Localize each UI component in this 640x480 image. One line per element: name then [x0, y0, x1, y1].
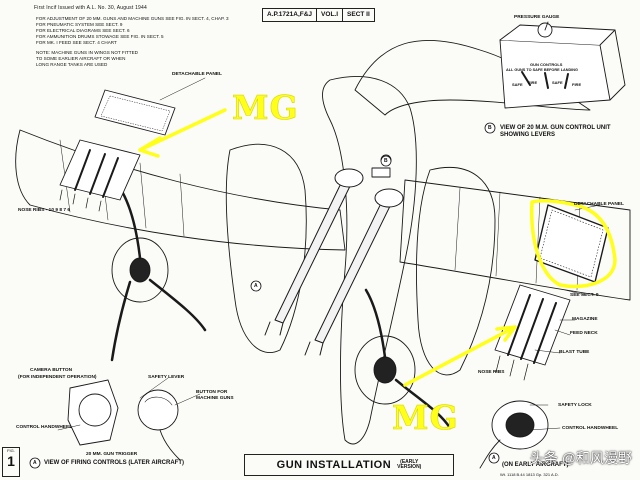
marker-a-mid: A	[254, 283, 258, 289]
cannon-right	[304, 188, 404, 356]
drawing-title: GUN INSTALLATION	[276, 459, 392, 471]
marker-a-callout: A	[33, 460, 37, 466]
right-spinner	[354, 335, 416, 405]
note-line: For ammunition drums stowage see fig. in…	[36, 34, 164, 39]
reference-box: A.P.1721A,F&J VOL.I SECT II	[262, 8, 375, 22]
label-machine-guns: machine guns	[196, 396, 234, 401]
label-pressure-gauge: Pressure gauge	[514, 15, 560, 20]
left-detachable-panel	[94, 89, 176, 136]
drawing-subtitle-line1: (EARLY	[400, 459, 419, 465]
marker-a-early: A	[492, 455, 496, 461]
early-controls-drawing	[479, 400, 549, 469]
label-gun-controls: Gun controls	[530, 62, 563, 67]
right-propeller	[364, 288, 452, 430]
figure-label: FIG.	[7, 448, 15, 453]
ref-part-2: VOL.I	[317, 9, 344, 21]
note-line: to some earlier aircraft or when	[36, 56, 126, 61]
ref-part-3: SECT II	[347, 11, 370, 18]
label-camera-button: Camera button	[30, 368, 73, 373]
callout-view-a-later: View of firing controls (later aircraft)	[44, 460, 184, 466]
label-trigger-20mm: 20 mm. gun trigger	[86, 452, 138, 457]
issue-note: First Incif Issued with A.L. No. 30, Aug…	[34, 5, 147, 11]
label-detachable-panel-left: Detachable panel	[172, 72, 222, 77]
label-nose-ribs-right: Nose ribs	[478, 370, 505, 375]
label-safety-lever: Safety lever	[148, 375, 185, 380]
label-gun-controls-sub: All guns to safe before landing	[506, 68, 579, 72]
mg-annotation-arrows	[138, 108, 617, 387]
label-safety-lock: Safety lock	[558, 403, 592, 408]
label-camera-button-sub: (For independent operation)	[18, 375, 97, 380]
callout-view-b: View of 20 m.m. gun control unit Showing…	[500, 125, 611, 139]
right-engine-nacelle	[415, 167, 496, 376]
title-block: GUN INSTALLATION (EARLY VERSION)	[244, 454, 454, 476]
label-magazine: Magazine	[572, 317, 598, 322]
mg-annotation-bottom: MG	[392, 398, 459, 438]
fuselage-outline	[322, 76, 417, 445]
label-safe-1: Safe	[512, 82, 523, 87]
label-nose-ribs-left: Nose ribs - 10 9 8 7 6	[18, 208, 70, 213]
note-line: For electrical diagrams see Sect. 6	[36, 28, 130, 33]
label-see-sect: See Sect. 9	[570, 293, 599, 298]
drawing-subtitle: (EARLY VERSION)	[397, 460, 421, 470]
label-detachable-panel-right: Detachable panel	[574, 202, 624, 207]
callout-view-a-early: (On early aircraft)	[502, 462, 569, 468]
ref-part-1: A.P.1721A,F&J	[263, 9, 318, 21]
label-control-handwheel-right: Control handwheel	[562, 426, 619, 431]
label-blast-tube: Blast tube	[559, 350, 590, 355]
figure-number: 1	[7, 453, 15, 469]
label-fire-1: Fire	[528, 80, 538, 85]
print-code: Wt. 1118 B.44 1813 Gp. 321 A.D.	[500, 472, 559, 477]
note-line: long range tanks are used	[36, 62, 108, 67]
drawing-subtitle-line2: VERSION)	[397, 464, 422, 470]
left-spinner	[111, 237, 169, 303]
cannon-left	[264, 168, 364, 336]
callout-view-b-line2: Showing levers	[500, 132, 556, 138]
note-line: For pneumatic system see Sect. 9	[36, 22, 123, 27]
marker-b-callout: B	[488, 125, 492, 131]
figure-number-box: FIG. 1	[2, 447, 20, 477]
mg-annotation-top: MG	[232, 88, 299, 128]
callout-view-b-line1: View of 20 m.m. gun control unit	[500, 125, 611, 131]
right-wing-outline	[399, 179, 631, 301]
left-mg-bay	[59, 139, 141, 212]
firing-controls-drawing	[67, 379, 181, 461]
note-line: For Mk. I feed see Sect. 4 chart	[36, 40, 117, 45]
left-engine-nacelle	[225, 143, 307, 353]
note-line: Note: machine guns in wings not fitted	[36, 50, 138, 55]
label-fire-2: Fire	[572, 82, 582, 87]
label-feed-neck: Feed neck	[570, 331, 598, 336]
notes-block: For adjustment of 20 mm. guns and machin…	[36, 16, 229, 68]
marker-b: B	[384, 158, 388, 164]
label-button-for: Button for	[196, 390, 228, 395]
left-wing-outline	[15, 129, 346, 251]
note-line: For adjustment of 20 mm. guns and machin…	[36, 16, 229, 21]
label-safe-2: Safe	[552, 80, 563, 85]
watermark-text: 头条 @和风漫野	[529, 450, 632, 466]
left-propeller	[110, 183, 207, 362]
label-control-handwheel-left: Control handwheel	[16, 425, 73, 430]
gun-control-unit-drawing	[499, 21, 626, 109]
tail-outline	[354, 39, 591, 116]
